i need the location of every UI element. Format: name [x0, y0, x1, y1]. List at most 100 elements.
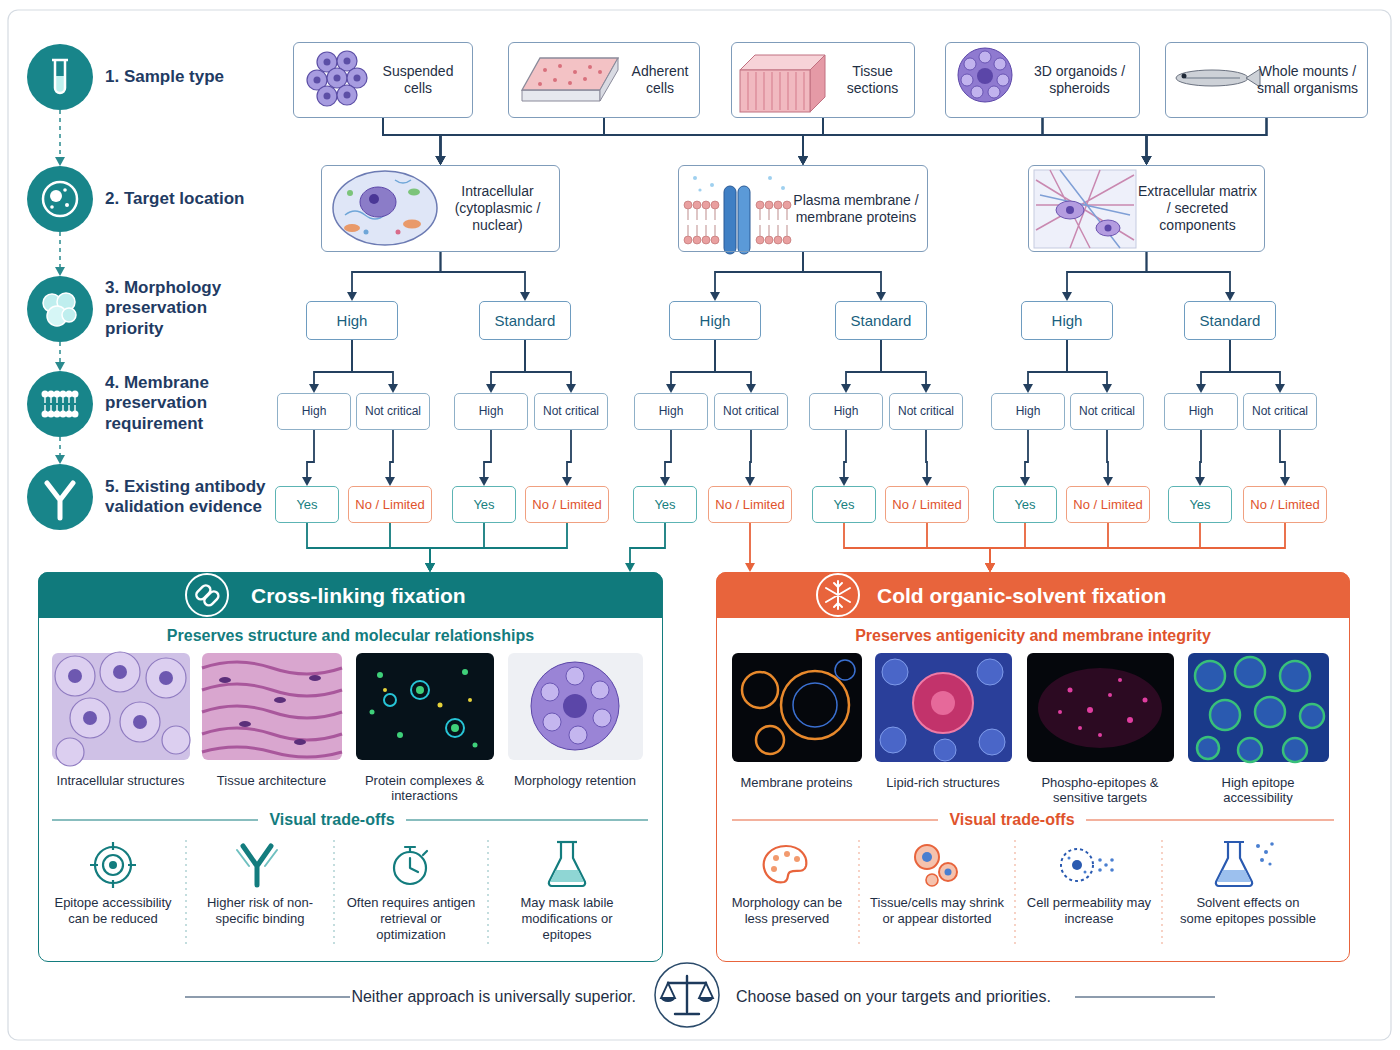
- arrow-head: [985, 563, 995, 572]
- connector-line: [1067, 340, 1107, 385]
- box-label: High: [659, 404, 684, 418]
- box-label: Yes: [473, 497, 494, 513]
- flow-connector: [604, 118, 1152, 165]
- sample-icons-part: [600, 58, 618, 101]
- sample-icons-part: [314, 58, 361, 100]
- box-label: Intracellular (cytoplasmic / nuclear): [442, 183, 553, 233]
- arrow-head: [798, 156, 808, 165]
- cross-linking-images-part: [384, 681, 464, 737]
- target-icons-part: [333, 171, 437, 245]
- connector-line: [307, 430, 314, 478]
- sample-icons-part-part: [314, 77, 321, 84]
- cross-linking-images-part-part: [159, 671, 173, 685]
- box-label: Standard: [851, 312, 912, 330]
- arrow-head: [798, 156, 808, 165]
- cold-solvent-images-part-part: [742, 672, 778, 708]
- target-icons-part-part: [765, 236, 773, 244]
- trade-off-icons-part-part: [1110, 858, 1114, 862]
- target-icons-part: [1066, 206, 1074, 214]
- connector-line: [441, 118, 605, 157]
- trade-off-icons: [90, 842, 1274, 888]
- membrane-box: Not critical: [889, 393, 963, 430]
- validation-yes-box: Yes: [452, 486, 516, 523]
- image-caption: Intracellular structures: [52, 773, 190, 789]
- trade-off-text: Solvent effects on some epitopes possibl…: [1180, 895, 1316, 927]
- step-icons-part: [27, 44, 93, 110]
- box-label: Extracellular matrix / secreted componen…: [1137, 183, 1258, 233]
- cold-solvent-images-part: [742, 671, 849, 754]
- cold-solvent-images-part-part: [1238, 738, 1262, 762]
- validation-no-box: No / Limited: [1243, 486, 1326, 523]
- arrow-head: [520, 292, 530, 301]
- target-location-box: Intracellular (cytoplasmic / nuclear): [321, 165, 560, 252]
- box-label: No / Limited: [355, 497, 424, 513]
- cold-solvent-images-part-part: [1300, 704, 1324, 728]
- trade-off-icons-part: [243, 846, 271, 885]
- box-label: Suspended cells: [370, 63, 466, 97]
- cross-linking-images-part-part: [446, 719, 464, 737]
- arrow-head: [921, 384, 931, 393]
- cross-linking-images-part-part: [370, 710, 375, 715]
- box-label: Not critical: [723, 404, 779, 418]
- cross-linking-images-part: [541, 667, 611, 744]
- cold-solvent-images-part: [875, 653, 1012, 762]
- cold-solvent-images-part-part: [1283, 738, 1307, 762]
- sample-icons-part: [961, 51, 1009, 98]
- sample-icons-part-part: [979, 51, 991, 63]
- image-caption: Phospho-epitopes & sensitive targets: [1027, 775, 1174, 806]
- cold-solvent-images-part-part: [1195, 661, 1225, 691]
- sample-icons-part: [307, 51, 367, 106]
- arrow-head: [839, 477, 849, 486]
- arrow-head: [562, 477, 572, 486]
- box-label: Not critical: [365, 404, 421, 418]
- connector-line: [1201, 340, 1230, 385]
- cold-solvent-images-part-part: [1068, 688, 1073, 693]
- step-icons-part-part: [72, 411, 78, 417]
- trade-off-rules: [52, 820, 1334, 945]
- sample-type-box: Whole mounts / small organisms: [1165, 42, 1368, 118]
- sample-icons-part-part: [558, 64, 562, 68]
- arrow-head: [1275, 384, 1285, 393]
- trade-off-text: Cell permeability may increase: [1024, 895, 1154, 927]
- trade-off-text: Morphology can be less preserved: [728, 895, 846, 927]
- step-connector: [55, 437, 65, 464]
- connector-line: [59, 437, 61, 456]
- box-label: 5. Existing antibody validation evidence: [105, 477, 270, 518]
- cold-solvent-images-part-part: [1143, 698, 1148, 703]
- trade-off-icons-part-part: [1098, 858, 1102, 862]
- cross-linking-images-part-part: [377, 672, 383, 678]
- trade-off-text: Higher risk of non-specific binding: [194, 895, 326, 927]
- trade-off-icons-part: [109, 861, 117, 869]
- connector-line: [390, 430, 393, 478]
- target-icons-part-part: [702, 201, 710, 209]
- cross-linking-images-part-part: [120, 702, 160, 742]
- target-icons-part: [1105, 225, 1112, 232]
- step-icons-part-part: [42, 391, 48, 397]
- trade-off-icons-part: [1072, 860, 1082, 870]
- trade-off-icons-part: [764, 846, 807, 882]
- cold-solvent-images-part-part: [793, 683, 837, 727]
- connector-line: [441, 252, 526, 293]
- cross-linking-images-part: [68, 665, 173, 729]
- target-icons-part-part: [783, 201, 791, 209]
- cold-solvent-images-part-part: [1087, 707, 1093, 713]
- cross-linking-images-part-part: [55, 656, 95, 696]
- step-icons-part-part: [66, 391, 72, 397]
- connector-line: [1280, 430, 1285, 478]
- arrow-head: [798, 156, 808, 165]
- cold-solvent-images-part-part: [1098, 733, 1102, 737]
- box-label: Not critical: [898, 404, 954, 418]
- flow-connector: [745, 523, 755, 572]
- connector-line: [383, 118, 803, 157]
- connector-line: [803, 118, 823, 157]
- sample-icons-part: [538, 64, 602, 86]
- connector-line: [990, 523, 1108, 564]
- arrow-head: [425, 563, 435, 572]
- cross-linking-images-part-part: [219, 677, 231, 683]
- connector-line: [307, 523, 430, 564]
- step-icons-part: [63, 188, 67, 192]
- trade-off-icons-part: [237, 850, 277, 866]
- cold-solvent-images-part-part: [1127, 717, 1133, 723]
- target-icons-part: [369, 194, 379, 204]
